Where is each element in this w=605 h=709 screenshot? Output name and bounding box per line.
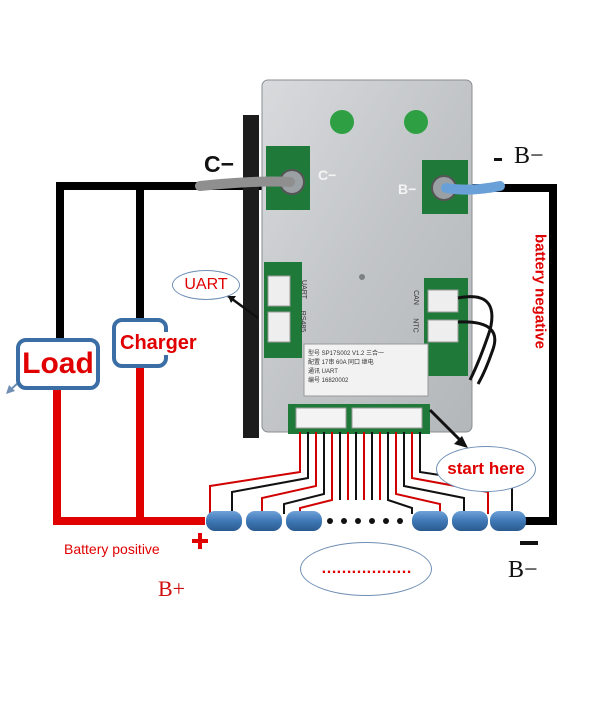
b-minus-cable	[441, 181, 505, 195]
board-c-minus-silk: C−	[318, 167, 337, 183]
battery-cells	[206, 511, 526, 531]
uart-callout: UART	[172, 270, 240, 300]
board-label-line: 配置 17串 60A 同口 继电	[308, 360, 374, 366]
board-label-line: 编号 16820002	[308, 378, 349, 384]
load-label: Load	[22, 347, 94, 380]
minus-mark	[520, 541, 538, 545]
load-box: Load	[16, 338, 100, 390]
more-cells-callout: ………………	[300, 542, 432, 596]
battery-positive-label: Battery positive	[64, 541, 160, 557]
board-rs485-silk: RS485	[299, 310, 307, 333]
more-cells-dots: ………………	[321, 560, 412, 577]
positive-wire	[53, 367, 205, 525]
start-here-label: start here	[447, 459, 525, 478]
ntc-wire	[457, 320, 497, 385]
board-product-label: 型号 SP17S002 V1.2 三合一 配置 17串 60A 同口 继电 通讯…	[308, 350, 428, 386]
charger-label: Charger	[116, 331, 197, 355]
board-uart-silk: UART	[299, 280, 307, 299]
start-arrow	[428, 408, 464, 444]
balance-leads	[209, 432, 513, 514]
board-label-line: 通讯 UART	[308, 369, 338, 375]
board-b-minus-silk: B−	[398, 181, 417, 197]
b-minus-top-label: B−	[514, 143, 544, 169]
board-ntc-silk: NTC	[411, 318, 419, 333]
board-can-silk: CAN	[411, 290, 419, 305]
battery-negative-label: battery negative	[531, 233, 549, 350]
charger-box: Charger	[112, 318, 197, 368]
c-minus-label: C−	[204, 151, 235, 177]
b-plus-label: B+	[158, 576, 186, 601]
uart-label: UART	[184, 276, 228, 293]
start-here-callout: start here	[436, 446, 536, 492]
negative-wire-c	[56, 182, 265, 340]
board-label-line: 型号 SP17S002 V1.2 三合一	[308, 351, 385, 357]
c-minus-cable	[195, 176, 295, 191]
b-minus-bottom-label: B−	[508, 557, 538, 583]
